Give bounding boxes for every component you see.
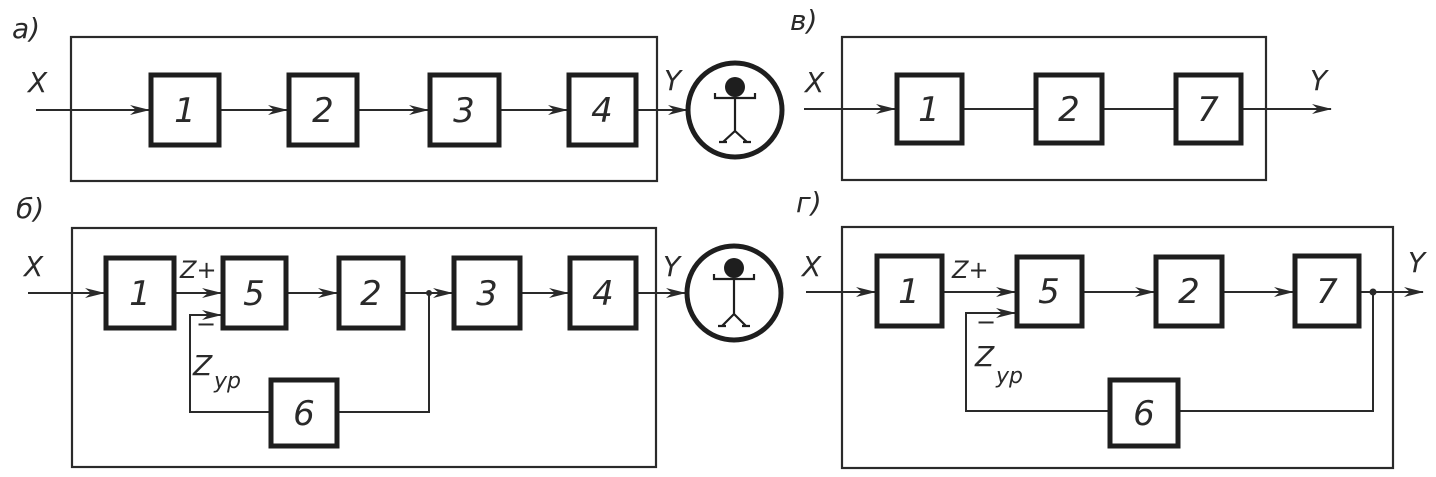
panel-b-label: б) bbox=[16, 192, 44, 225]
block-number: 2 bbox=[1058, 90, 1080, 130]
panel-c-block-2: 2 bbox=[1033, 72, 1105, 146]
panel-b-sum-minus-label: − bbox=[196, 310, 216, 338]
panel-a-block-3: 3 bbox=[427, 72, 502, 148]
block-number: 7 bbox=[1316, 272, 1338, 312]
panel-d-block-5: 5 bbox=[1014, 254, 1085, 329]
panel-b-observer-icon bbox=[684, 243, 784, 343]
panel-a-block-4: 4 bbox=[566, 72, 639, 148]
svg-text:Z: Z bbox=[192, 349, 213, 382]
panel-c-input-label: X bbox=[803, 66, 825, 99]
panel-d-block-7: 7 bbox=[1292, 253, 1362, 329]
block-number: 6 bbox=[1133, 394, 1155, 434]
panel-d-block-1: 1 bbox=[874, 253, 945, 329]
block-number: 2 bbox=[1178, 272, 1200, 312]
panel-b-block-4: 4 bbox=[567, 255, 639, 331]
panel-d-block-2: 2 bbox=[1153, 254, 1225, 329]
svg-text:Z: Z bbox=[974, 340, 995, 373]
panel-c-block-7: 7 bbox=[1173, 72, 1244, 146]
panel-b-wire-fb-in bbox=[189, 310, 269, 413]
panel-c: в) X 1 2 7 Y bbox=[790, 4, 1332, 182]
block-number: 4 bbox=[591, 91, 613, 131]
panel-b-input-label: X bbox=[22, 250, 44, 283]
block-number: 3 bbox=[453, 91, 475, 131]
panel-b-wire-fb-out bbox=[339, 293, 430, 413]
panel-d-label: г) bbox=[796, 186, 822, 219]
panel-d-block-6: 6 bbox=[1107, 377, 1181, 449]
block-number: 1 bbox=[898, 272, 920, 312]
panel-b-control-signal-label: Z ур bbox=[192, 349, 241, 394]
panel-c-label: в) bbox=[790, 4, 817, 37]
panel-a: а) X 1 2 3 4 Y bbox=[12, 12, 785, 183]
block-number: 6 bbox=[293, 394, 315, 434]
panel-b-block-2: 2 bbox=[336, 255, 406, 331]
panel-c-output-label: Y bbox=[1310, 64, 1329, 97]
block-number: 5 bbox=[243, 274, 265, 314]
panel-b-block-3: 3 bbox=[451, 255, 523, 331]
panel-d-wire-fb-out bbox=[1180, 292, 1374, 412]
block-number: 4 bbox=[592, 274, 614, 314]
panel-b-frame bbox=[70, 226, 658, 469]
panel-d-sum-plus-label: Z+ bbox=[951, 256, 989, 284]
svg-text:ур: ур bbox=[213, 369, 241, 394]
panel-c-block-1: 1 bbox=[894, 72, 965, 146]
block-number: 1 bbox=[129, 274, 151, 314]
panel-b-block-1: 1 bbox=[103, 255, 177, 331]
panel-a-label: а) bbox=[12, 12, 40, 45]
panel-d-frame bbox=[840, 225, 1395, 470]
panel-a-block-2: 2 bbox=[286, 72, 360, 148]
panel-b: б) X 1 5 2 3 4 bbox=[16, 192, 784, 469]
panel-b-block-6: 6 bbox=[268, 377, 340, 449]
panel-d-output-label: Y bbox=[1408, 246, 1427, 279]
block-number: 1 bbox=[174, 91, 196, 131]
block-number: 3 bbox=[476, 274, 498, 314]
panel-d-control-signal-label: Z ур bbox=[974, 340, 1023, 389]
panel-d-sum-minus-label: − bbox=[976, 308, 996, 336]
panel-d-wire-fb-in bbox=[965, 308, 1108, 412]
panel-a-observer-icon bbox=[685, 60, 785, 160]
panel-d-input-label: X bbox=[800, 250, 822, 283]
panel-a-input-label: X bbox=[26, 66, 48, 99]
block-number: 2 bbox=[312, 91, 334, 131]
panel-b-output-label: Y bbox=[663, 250, 682, 283]
block-number: 1 bbox=[918, 90, 940, 130]
block-number: 7 bbox=[1197, 90, 1219, 130]
block-number: 2 bbox=[360, 274, 382, 314]
panel-a-block-1: 1 bbox=[148, 72, 222, 148]
svg-text:ур: ур bbox=[995, 364, 1023, 389]
panel-a-output-label: Y bbox=[664, 64, 683, 97]
panel-b-block-5: 5 bbox=[220, 255, 289, 331]
panel-b-sum-plus-label: Z+ bbox=[179, 256, 217, 284]
panel-d: г) X 1 5 2 7 6 Z+ − bbox=[796, 186, 1427, 470]
block-number: 5 bbox=[1038, 272, 1060, 312]
